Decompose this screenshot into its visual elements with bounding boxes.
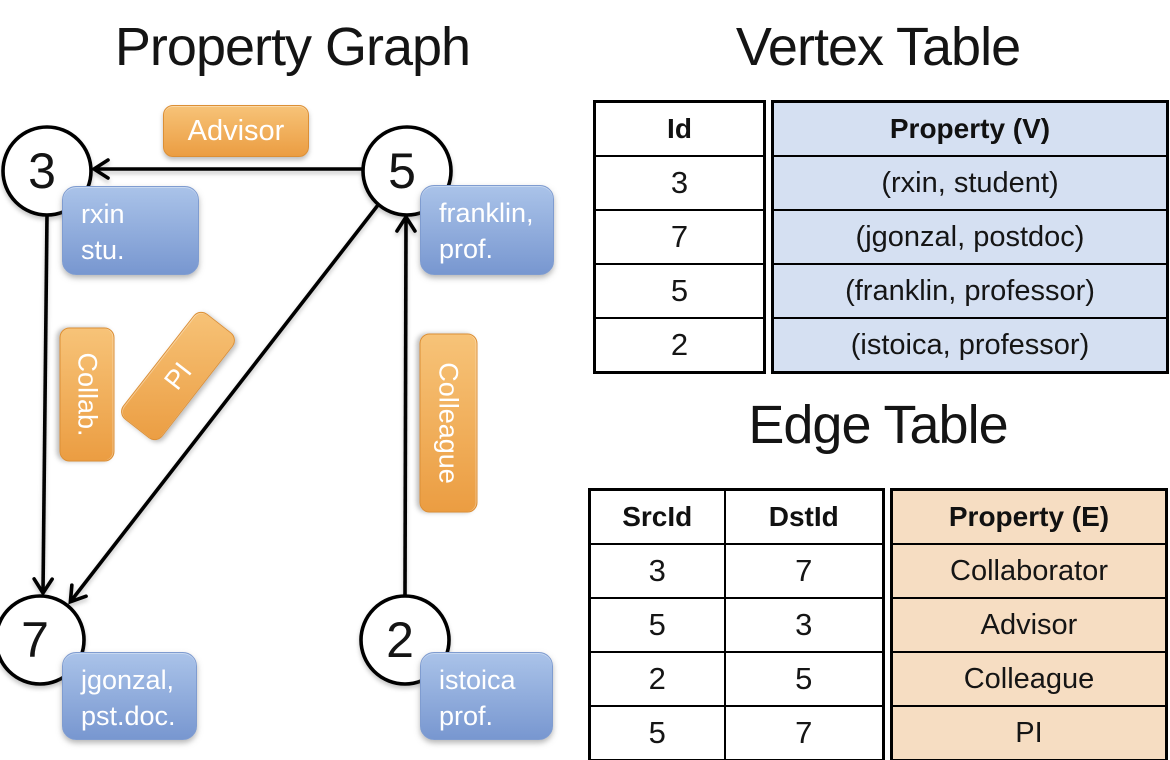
vertex-id-7: 7 bbox=[21, 612, 49, 668]
table-cell: PI bbox=[890, 705, 1168, 760]
vertex-table-title: Vertex Table bbox=[735, 17, 1021, 77]
edge-label-colleague: Colleague bbox=[419, 333, 478, 513]
table-cell: 5 bbox=[588, 597, 726, 653]
table-cell: 7 bbox=[723, 543, 885, 599]
table-cell: 2 bbox=[593, 317, 766, 374]
table-cell: 3 bbox=[723, 597, 885, 653]
table-cell: 7 bbox=[723, 705, 885, 760]
column-header-dstid: DstId bbox=[723, 488, 885, 545]
table-row: Advisor bbox=[890, 597, 1168, 653]
table-cell: 3 bbox=[593, 155, 766, 211]
edge-table-title: Edge Table bbox=[748, 395, 1008, 455]
table-row: 5 bbox=[593, 263, 766, 319]
vertex-table-property-column: Property (V) (rxin, student)(jgonzal, po… bbox=[771, 100, 1169, 374]
vertex-property-box-istoica: istoica prof. bbox=[420, 652, 553, 740]
table-cell: (franklin, professor) bbox=[771, 263, 1169, 319]
table-cell: 5 bbox=[593, 263, 766, 319]
table-row: 3 bbox=[593, 155, 766, 211]
table-cell: Collaborator bbox=[890, 543, 1168, 599]
property-line: prof. bbox=[439, 233, 494, 264]
edge-label-collab: Collab. bbox=[59, 327, 115, 462]
property-line: rxin bbox=[81, 199, 125, 229]
property-line: prof. bbox=[439, 700, 494, 731]
table-cell: (jgonzal, postdoc) bbox=[771, 209, 1169, 265]
table-row: (franklin, professor) bbox=[771, 263, 1169, 319]
property-graph-title: Property Graph bbox=[114, 17, 471, 77]
table-cell: Advisor bbox=[890, 597, 1168, 653]
table-row: Colleague bbox=[890, 651, 1168, 707]
table-cell: 2 bbox=[588, 651, 726, 707]
property-line: stu. bbox=[81, 234, 125, 265]
vertex-id-5: 5 bbox=[388, 143, 416, 199]
edge-label-advisor: Advisor bbox=[163, 105, 309, 157]
table-cell: 5 bbox=[588, 705, 726, 760]
vertex-property-box-jgonzal: jgonzal, pst.doc. bbox=[62, 652, 197, 740]
table-row: (rxin, student) bbox=[771, 155, 1169, 211]
property-line: istoica bbox=[439, 665, 516, 695]
vertex-property-box-franklin: franklin, prof. bbox=[420, 185, 554, 275]
table-cell: (istoica, professor) bbox=[771, 317, 1169, 374]
table-row: 7 bbox=[593, 209, 766, 265]
table-row: Collaborator bbox=[890, 543, 1168, 599]
table-row: (jgonzal, postdoc) bbox=[771, 209, 1169, 265]
table-cell: (rxin, student) bbox=[771, 155, 1169, 211]
table-cell: 5 bbox=[723, 651, 885, 707]
column-header-id: Id bbox=[593, 100, 766, 157]
column-header-srcid: SrcId bbox=[588, 488, 726, 545]
column-header-property-e: Property (E) bbox=[890, 488, 1168, 545]
column-header-property-v: Property (V) bbox=[771, 100, 1169, 157]
table-cell: 3 bbox=[588, 543, 726, 599]
table-cell: 7 bbox=[593, 209, 766, 265]
table-row: (istoica, professor) bbox=[771, 317, 1169, 374]
vertex-id-2: 2 bbox=[386, 612, 414, 668]
vertex-property-box-rxin: rxin stu. bbox=[62, 186, 199, 275]
property-line: pst.doc. bbox=[81, 700, 176, 731]
edge-3-to-7 bbox=[32, 214, 54, 597]
vertex-id-3: 3 bbox=[28, 143, 56, 199]
edge-5-to-7 bbox=[68, 203, 380, 605]
table-row: 2 bbox=[593, 317, 766, 374]
edge-2-to-5 bbox=[395, 213, 417, 596]
table-cell: Colleague bbox=[890, 651, 1168, 707]
table-row: PI bbox=[890, 705, 1168, 760]
property-line: franklin, bbox=[439, 198, 534, 228]
property-line: jgonzal, bbox=[81, 665, 175, 695]
